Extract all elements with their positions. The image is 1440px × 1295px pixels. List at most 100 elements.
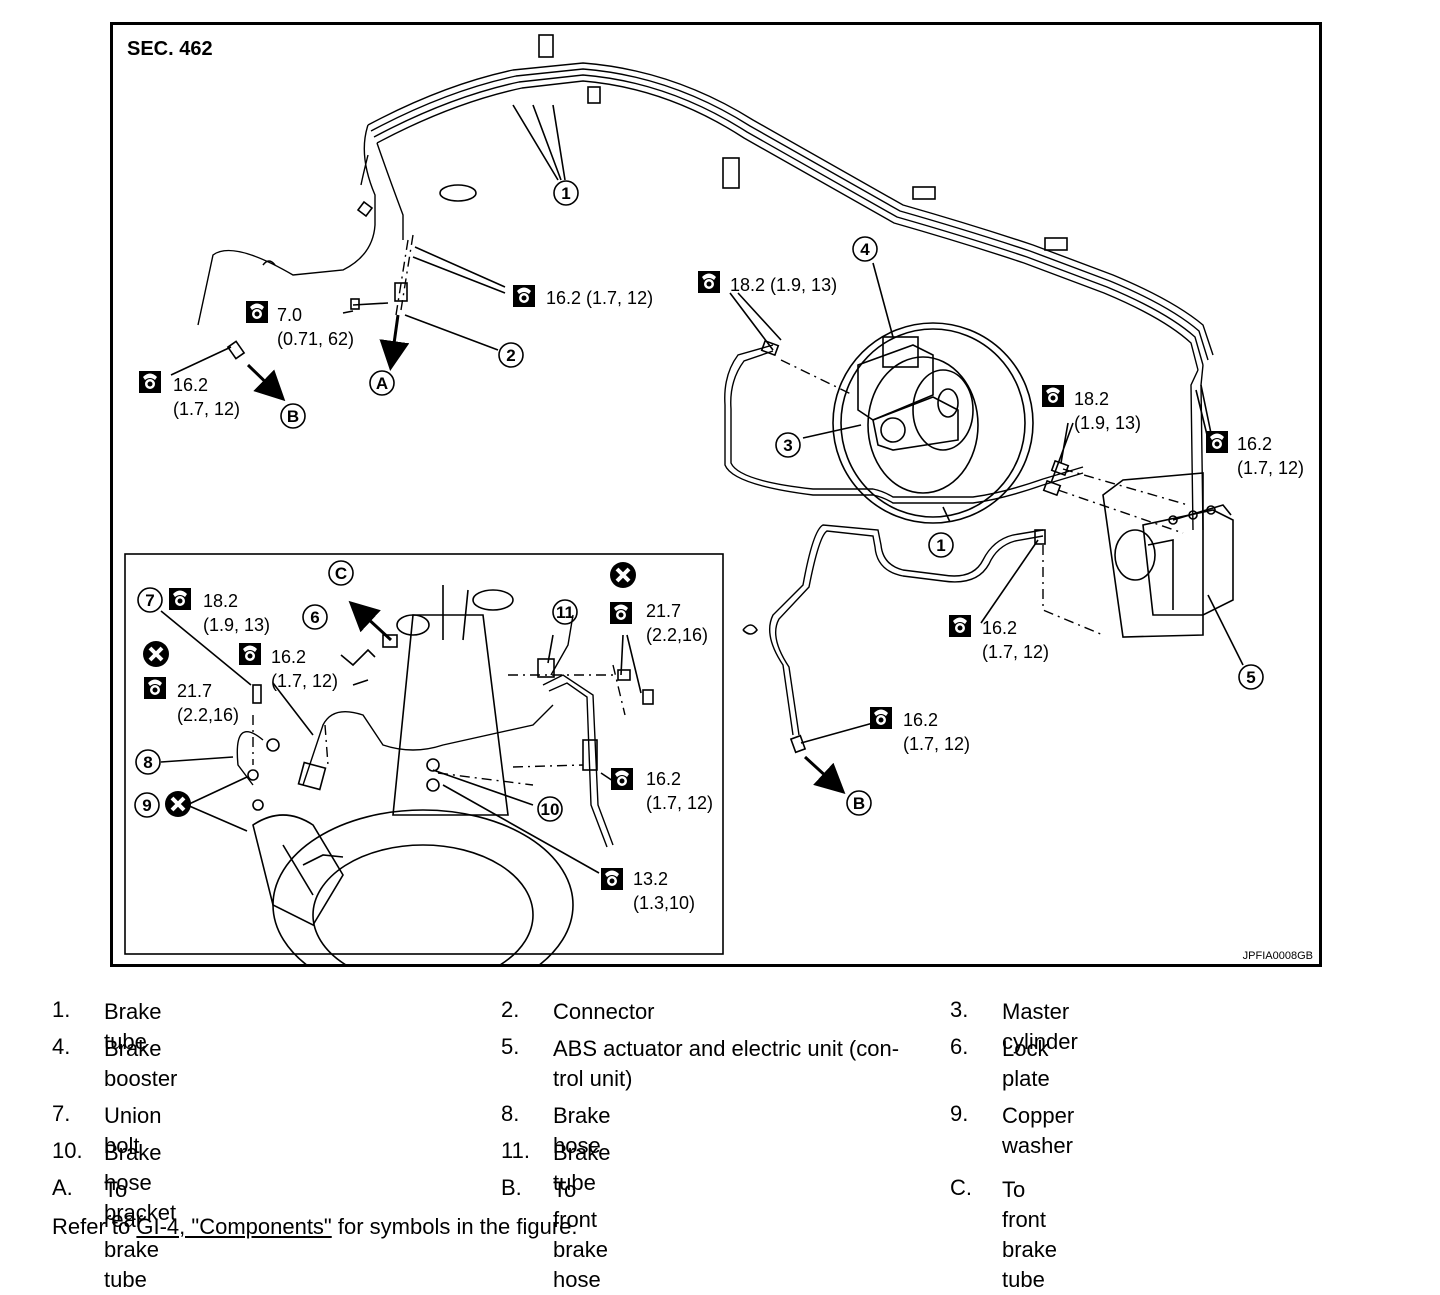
svg-text:(1.7, 12): (1.7, 12) [1237,458,1304,478]
legend-row: 10.Brake hose bracket 11.Brake tube [52,1138,611,1225]
svg-text:(1.7, 12): (1.7, 12) [903,734,970,754]
svg-text:B: B [853,794,865,813]
svg-text:8: 8 [143,753,152,772]
svg-text:(1.7, 12): (1.7, 12) [173,399,240,419]
torque-wrench-icon [513,285,535,307]
master-cylinder [857,336,959,451]
torque-master-cylinder: 18.2 (1.9, 13) [698,271,837,295]
svg-text:1: 1 [936,536,945,555]
callout-1-lower: 1 [928,532,954,558]
torque-wrench-icon [1206,431,1228,453]
callout-11: 11 [552,599,578,625]
torque-wrench-icon [139,371,161,393]
svg-text:(1.3,10): (1.3,10) [633,893,695,913]
booster-tubes [724,339,1189,534]
callout-6: 6 [302,604,328,630]
brake-booster [832,322,1034,524]
tube-clips [262,34,1068,266]
parts-legend: 1.Brake tube 2.Connector 3.Master cylind… [52,997,1422,1292]
svg-text:(1.7, 12): (1.7, 12) [982,642,1049,662]
section-label: SEC. 462 [127,38,213,60]
callout-10: 10 [537,796,563,822]
callout-B-left: B [280,403,306,429]
figure-id: JPFIA0008GB [1243,950,1313,962]
no-reuse-icon [141,639,171,669]
torque-wrench-icon [239,643,261,665]
torque-wrench-icon [870,707,892,729]
legend-row: 1.Brake tube 2.Connector 3.Master cylind… [52,997,1078,1054]
torque-abs-right: 16.2 (1.7, 12) [1206,431,1304,478]
torque-wrench-icon [1042,385,1064,407]
torque-tube-lower: 16.2 (1.7, 12) [949,615,1049,662]
svg-text:10: 10 [541,800,560,819]
connector-2 [350,234,414,371]
svg-text:13.2: 13.2 [633,869,668,889]
svg-text:(1.7, 12): (1.7, 12) [646,793,713,813]
lower-front-tube [742,524,1104,795]
callout-B-right: B [846,790,872,816]
svg-text:9: 9 [142,796,151,815]
callout-A: A [369,370,395,396]
inset-detail [124,553,724,964]
svg-text:16.2: 16.2 [903,710,938,730]
svg-text:16.2: 16.2 [982,618,1017,638]
components-link[interactable]: GI-4, "Components" [136,1214,332,1239]
legend-row: 4.Brake booster 5.ABS actuator and elect… [52,1034,1050,1091]
torque-wrench-icon [698,271,720,293]
reference-note: Refer to GI-4, "Components" for symbols … [52,1214,578,1239]
torque-inset-bolt-right: 21.7 (2.2,16) [610,601,708,645]
svg-text:18.2: 18.2 [203,591,238,611]
torque-inset-union-bolt: 18.2 (1.9, 13) [169,588,270,635]
svg-text:(2.2,16): (2.2,16) [177,705,239,725]
torque-wrench-icon [169,588,191,610]
torque-inset-hose: 16.2 (1.7, 12) [239,643,338,691]
svg-text:(1.9, 13): (1.9, 13) [1074,413,1141,433]
svg-text:3: 3 [783,436,792,455]
torque-wrench-icon [601,868,623,890]
svg-text:(2.2,16): (2.2,16) [646,625,708,645]
callout-8: 8 [135,749,161,775]
torque-inset-bracket: 13.2 (1.3,10) [601,868,695,913]
torque-abs: 18.2 (1.9, 13) [1042,385,1141,433]
brake-piping-diagram: SEC. 462 [110,22,1322,967]
svg-text:(1.9, 13): (1.9, 13) [203,615,270,635]
callout-9: 9 [134,792,160,818]
no-reuse-icon [608,560,638,590]
callout-2: 2 [498,342,524,368]
svg-text:5: 5 [1246,668,1255,687]
torque-wrench-icon [144,677,166,699]
svg-text:16.2: 16.2 [173,375,208,395]
callout-5: 5 [1238,664,1264,690]
svg-text:(1.7, 12): (1.7, 12) [271,671,338,691]
svg-text:6: 6 [310,608,319,627]
svg-text:C: C [335,564,347,583]
torque-wrench-icon [246,301,268,323]
callout-7: 7 [137,587,163,613]
callout-1-top: 1 [553,180,579,206]
torque-connector-left: 7.0 (0.71, 62) [246,301,354,349]
torque-connector-top: 16.2 (1.7, 12) [513,285,653,308]
torque-wrench-icon [611,768,633,790]
svg-text:16.2: 16.2 [646,769,681,789]
legend-row: 7.Union bolt 8.Brake hose 9.Copper washe… [52,1101,1075,1158]
svg-text:18.2 (1.9, 13): 18.2 (1.9, 13) [730,275,837,295]
svg-text:16.2: 16.2 [271,647,306,667]
left-tube-end [226,340,286,402]
svg-text:(0.71, 62): (0.71, 62) [277,329,354,349]
svg-text:7: 7 [145,591,154,610]
no-reuse-icon [163,789,193,819]
svg-text:18.2: 18.2 [1074,389,1109,409]
callout-C: C [328,560,354,586]
svg-text:7.0: 7.0 [277,305,302,325]
callout-4: 4 [852,236,878,262]
abs-actuator [1102,472,1234,638]
torque-left: 16.2 (1.7, 12) [139,371,240,419]
svg-text:B: B [287,407,299,426]
svg-text:21.7: 21.7 [177,681,212,701]
leader-lines [160,104,1244,874]
legend-row: A.To rear brake tube B.To front brake ho… [52,1175,1058,1292]
callout-3: 3 [775,432,801,458]
torque-inset-hose-right: 16.2 (1.7, 12) [611,768,713,813]
svg-text:4: 4 [860,240,870,259]
svg-text:16.2: 16.2 [1237,434,1272,454]
